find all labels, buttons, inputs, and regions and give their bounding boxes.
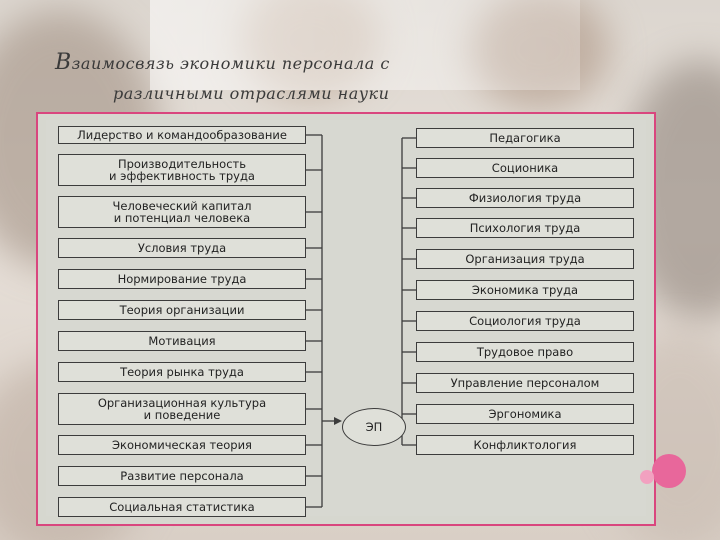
slide-title-line1: Взаимосвязь экономики персонала с — [55, 48, 655, 79]
decorative-dot-small — [640, 470, 654, 484]
slide-title: Взаимосвязь экономики персонала с различ… — [55, 48, 655, 109]
slide-title-line2: различными отраслями науки — [55, 79, 655, 109]
right-discipline-box: Соционика — [416, 158, 634, 178]
left-discipline-box: Условия труда — [58, 238, 306, 258]
left-discipline-box: Развитие персонала — [58, 466, 306, 486]
left-discipline-box: Мотивация — [58, 331, 306, 351]
left-discipline-box: Теория рынка труда — [58, 362, 306, 382]
center-node-ep: ЭП — [342, 408, 406, 446]
left-discipline-box: Человеческий капитал и потенциал человек… — [58, 196, 306, 228]
left-discipline-box: Лидерство и командообразование — [58, 126, 306, 144]
right-discipline-box: Педагогика — [416, 128, 634, 148]
left-discipline-box: Нормирование труда — [58, 269, 306, 289]
decorative-dot — [652, 454, 686, 488]
right-discipline-box: Физиология труда — [416, 188, 634, 208]
right-discipline-box: Эргономика — [416, 404, 634, 424]
right-discipline-box: Конфликтология — [416, 435, 634, 455]
right-discipline-box: Организация труда — [416, 249, 634, 269]
left-discipline-box: Организационная культура и поведение — [58, 393, 306, 425]
right-discipline-box: Экономика труда — [416, 280, 634, 300]
left-discipline-box: Экономическая теория — [58, 435, 306, 455]
right-discipline-box: Социология труда — [416, 311, 634, 331]
arrow-head — [334, 417, 342, 425]
left-discipline-box: Социальная статистика — [58, 497, 306, 517]
right-discipline-box: Трудовое право — [416, 342, 634, 362]
left-discipline-box: Производительность и эффективность труда — [58, 154, 306, 186]
right-discipline-box: Управление персоналом — [416, 373, 634, 393]
right-discipline-box: Психология труда — [416, 218, 634, 238]
left-discipline-box: Теория организации — [58, 300, 306, 320]
